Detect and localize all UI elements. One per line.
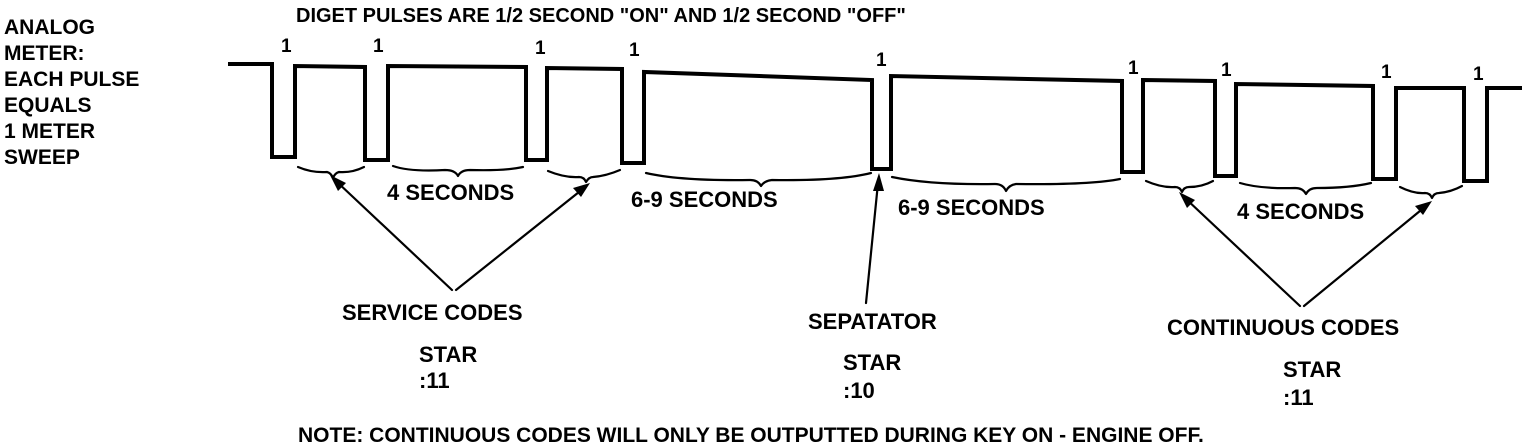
service-codes-label: SERVICE CODES	[342, 300, 523, 325]
continuous-codes-code: :11	[1283, 385, 1314, 410]
pulse-marker-1: 1	[281, 36, 292, 57]
brace-service-gap-2	[546, 168, 622, 184]
arrowhead	[873, 173, 884, 191]
interval-label-pause-left: 6-9 SECONDS	[631, 187, 778, 212]
separator-group: SEPATATOR STAR :10	[808, 309, 937, 403]
arrow-line	[1183, 196, 1302, 308]
interval-label-continuous-gap: 4 SECONDS	[1237, 199, 1364, 224]
brace-four-seconds-left	[391, 164, 525, 178]
continuous-codes-arrows	[1179, 192, 1432, 308]
service-codes-group: SERVICE CODES STAR :11	[342, 300, 523, 393]
pulse-markers: 1 1 1 1 1 1 1 1 1	[281, 36, 1484, 85]
pulse-marker-1: 1	[373, 36, 384, 57]
footer-note: NOTE: CONTINUOUS CODES WILL ONLY BE OUTP…	[298, 424, 1204, 447]
side-label-line: SWEEP	[4, 146, 80, 169]
brace-continuous-gap-1	[1144, 179, 1215, 194]
continuous-codes-label: CONTINUOUS CODES	[1167, 315, 1399, 340]
arrowhead	[1179, 192, 1195, 208]
separator-label: SEPATATOR	[808, 309, 937, 334]
separator-code: :10	[843, 378, 875, 403]
pulse-marker-1: 1	[535, 38, 546, 59]
arrow-line	[864, 181, 880, 305]
arrowhead	[573, 183, 590, 197]
brace-four-seconds-right	[1238, 181, 1373, 196]
brace-continuous-gap-2	[1398, 184, 1464, 200]
pulse-marker-1: 1	[629, 40, 640, 61]
pulse-marker-1: 1	[1381, 62, 1392, 83]
pulse-waveform	[228, 62, 1522, 183]
brace-six-nine-left	[644, 171, 873, 188]
service-codes-code: :11	[419, 368, 450, 393]
continuous-codes-group: CONTINUOUS CODES STAR :11	[1167, 315, 1399, 410]
side-label-line: METER:	[4, 42, 85, 65]
side-label-line: ANALOG	[4, 16, 95, 39]
interval-label-service-gap: 4 SECONDS	[387, 180, 514, 205]
analog-meter-label: ANALOG METER: EACH PULSE EQUALS 1 METER …	[4, 16, 139, 169]
pulse-marker-1: 1	[1473, 64, 1484, 85]
pulse-marker-1: 1	[876, 50, 887, 71]
separator-star: STAR	[843, 350, 901, 375]
service-codes-arrows	[330, 175, 590, 292]
brace-six-nine-right	[890, 175, 1122, 193]
service-codes-star: STAR	[419, 342, 477, 367]
continuous-codes-star: STAR	[1283, 357, 1341, 382]
pulse-marker-1: 1	[1128, 58, 1139, 79]
arrow-line	[454, 186, 586, 292]
side-label-line: EQUALS	[4, 94, 92, 117]
arrowhead	[1415, 201, 1432, 215]
pulse-marker-1: 1	[1221, 60, 1232, 81]
side-label-line: 1 METER	[4, 120, 95, 143]
interval-braces	[296, 164, 1464, 200]
side-label-line: EACH PULSE	[4, 68, 139, 91]
arrowhead	[330, 175, 346, 191]
arrow-line	[1302, 204, 1428, 308]
arrow-line	[334, 179, 454, 292]
interval-label-pause-right: 6-9 SECONDS	[898, 195, 1045, 220]
diagram-title: DIGET PULSES ARE 1/2 SECOND "ON" AND 1/2…	[296, 5, 906, 27]
separator-arrow	[864, 173, 884, 305]
